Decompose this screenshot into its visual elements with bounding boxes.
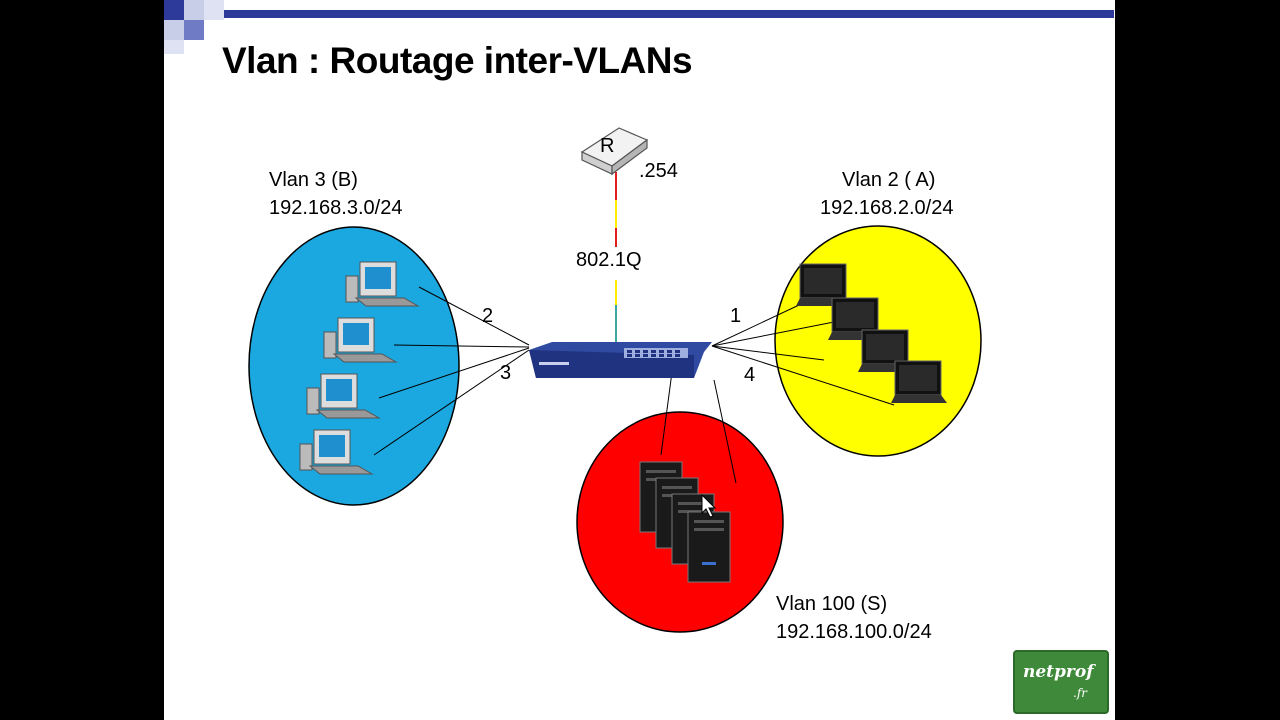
vlan2-laptops bbox=[796, 263, 947, 403]
corner-decoration bbox=[164, 0, 1114, 54]
port-2-label: 2 bbox=[482, 305, 494, 327]
trunk-label: 802.1Q bbox=[576, 247, 642, 273]
vlan2-network: 192.168.2.0/24 bbox=[820, 197, 954, 219]
diagram-canvas bbox=[164, 0, 1114, 633]
slide-title: Vlan : Routage inter-VLANs bbox=[222, 40, 693, 81]
laptop-icon bbox=[858, 329, 914, 372]
laptop-icon bbox=[828, 297, 884, 340]
port-1-label: 1 bbox=[730, 305, 742, 327]
router-icon bbox=[580, 127, 649, 176]
vlan3-ellipse bbox=[248, 226, 460, 506]
router-address: .254 bbox=[639, 160, 678, 182]
vlan100-servers bbox=[639, 461, 731, 583]
router-label: R bbox=[600, 135, 615, 157]
vlan3-network: 192.168.3.0/24 bbox=[269, 197, 403, 219]
desktop-pc-icon bbox=[323, 317, 398, 363]
switch-icon bbox=[529, 342, 712, 378]
desktop-pc-icon bbox=[345, 261, 420, 307]
vlan3-name: Vlan 3 (B) bbox=[269, 169, 358, 191]
laptop-icon bbox=[891, 360, 947, 403]
netprof-logo: netprof .fr bbox=[1013, 650, 1109, 714]
vlan100-links bbox=[660, 371, 737, 484]
vlan3-computers bbox=[299, 261, 420, 475]
slide: Vlan : Routage inter-VLANs R .254 802.1Q… bbox=[164, 0, 1115, 720]
logo-text: netprof bbox=[1023, 662, 1094, 682]
title-bar bbox=[224, 10, 1114, 18]
mouse-cursor-icon bbox=[701, 493, 717, 518]
desktop-pc-icon bbox=[299, 429, 374, 475]
vlan3-links bbox=[373, 286, 530, 456]
port-4-label: 4 bbox=[744, 364, 756, 386]
logo-suffix: .fr bbox=[1073, 686, 1087, 700]
port-3-label: 3 bbox=[500, 362, 512, 384]
desktop-pc-icon bbox=[306, 373, 381, 419]
vlan2-name: Vlan 2 ( A) bbox=[842, 169, 936, 191]
server-icon bbox=[687, 511, 731, 583]
vlan100-name: Vlan 100 (S) bbox=[776, 593, 888, 615]
laptop-icon bbox=[796, 263, 852, 306]
vlan100-network: 192.168.100.0/24 bbox=[776, 621, 932, 643]
